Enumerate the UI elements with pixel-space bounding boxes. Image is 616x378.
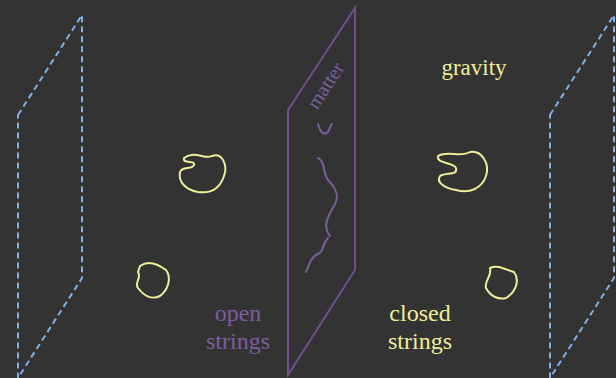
- open-string: [318, 124, 332, 134]
- brane-label: matter: [301, 57, 348, 112]
- text-label: gravity: [424, 55, 524, 81]
- text-label: open strings: [203, 300, 273, 355]
- open-string: [318, 158, 337, 236]
- open-string: [306, 238, 328, 272]
- closed-string: [137, 263, 169, 298]
- left-brane: [18, 15, 82, 378]
- closed-string: [438, 152, 487, 191]
- closed-string: [486, 267, 517, 299]
- brane-outline: [285, 5, 360, 378]
- right-brane: [550, 15, 614, 378]
- brane-node: matter: [285, 5, 360, 378]
- text-label: closed strings: [375, 300, 465, 355]
- closed-string: [180, 155, 226, 193]
